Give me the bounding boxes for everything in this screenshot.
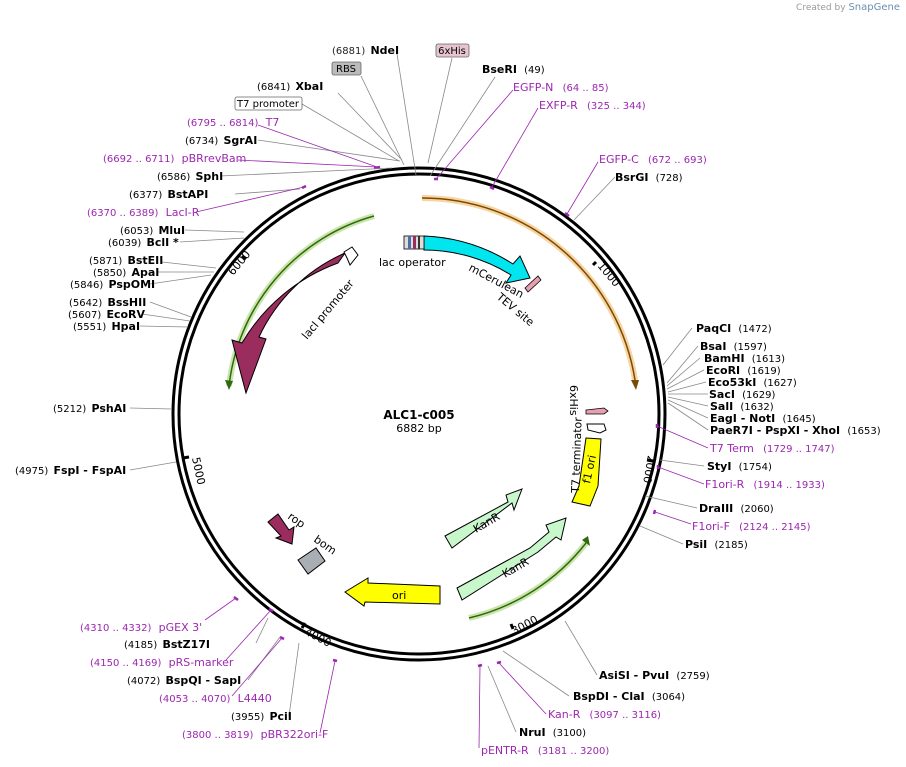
site-label-asisi-pvui: AsiSI - PvuI (2759) bbox=[599, 669, 710, 682]
feature-bom bbox=[297, 547, 326, 575]
tick-marks bbox=[182, 254, 654, 630]
feature-6xhis-small bbox=[585, 407, 609, 415]
primer-label-prs-marker: (4150 .. 4169) pRS-marker bbox=[90, 656, 234, 669]
feature-mcerulean bbox=[423, 235, 531, 284]
site-label-bseri: BseRI (49) bbox=[482, 63, 545, 76]
site-label-pspomi: (5846) PspOMI bbox=[70, 278, 155, 291]
feature-kanr-upper bbox=[444, 488, 523, 549]
site-label-bstz17i: (4185) BstZ17I bbox=[124, 638, 210, 651]
site-label-bsteii: (5871) BstEII bbox=[89, 254, 163, 267]
site-label-psii: PsiI (2185) bbox=[685, 538, 748, 551]
primer-label-f1ori-r: F1ori-R (1914 .. 1933) bbox=[705, 478, 825, 491]
orf-arc-bottom-arrowhead bbox=[582, 536, 590, 546]
site-label-sphi: (6586) SphI bbox=[157, 170, 223, 183]
site-label-hpai: (5551) HpaI bbox=[73, 320, 140, 333]
primer-label-laci-r: (6370 .. 6389) LacI-R bbox=[87, 206, 200, 219]
primer-label-pbr322ori-f: (3800 .. 3819) pBR322ori-F bbox=[182, 728, 328, 741]
feature-label-6xhis: 6xHis bbox=[567, 385, 580, 416]
orf-arc-top-right-line bbox=[421, 197, 636, 381]
primer-label-egfp-c: EGFP-C (672 .. 693) bbox=[599, 153, 707, 166]
site-label-bspdi-clai: BspDI - ClaI (3064) bbox=[573, 690, 685, 703]
site-label-bamhi: BamHI (1613) bbox=[704, 352, 785, 365]
tick-label-6000: 6000 bbox=[225, 248, 253, 278]
orf-arc-bottom-line bbox=[468, 542, 587, 619]
feature-box-rbs bbox=[331, 61, 362, 76]
feature-label-f1-ori: f1 ori bbox=[580, 454, 599, 485]
feature-box-t7-promoter bbox=[234, 96, 303, 111]
primer-label-t7-term: T7 Term (1729 .. 1747) bbox=[709, 442, 835, 455]
feature-label-lac-operator: lac operator bbox=[379, 256, 446, 269]
feature-box-t7-promoter-label: T7 promoter bbox=[236, 99, 300, 110]
feature-f1-ori bbox=[571, 437, 602, 507]
leader-lines bbox=[129, 53, 709, 733]
site-label-pcii: (3955) PciI bbox=[231, 710, 292, 723]
site-label-bsai: BsaI (1597) bbox=[700, 340, 767, 353]
primer-label-pgex-3: (4310 .. 4332) pGEX 3' bbox=[80, 621, 202, 634]
feature-label-t7-terminator: T7 terminator bbox=[569, 417, 585, 495]
site-label-bcli: (6039) BclI * bbox=[108, 236, 179, 249]
site-label-nrui: NruI (3100) bbox=[519, 726, 586, 739]
orf-arc-left-arrowhead bbox=[225, 380, 233, 390]
tick-label-3000: 3000 bbox=[509, 613, 540, 638]
feature-label-rop: rop bbox=[285, 510, 307, 531]
site-label-saci: SacI (1629) bbox=[709, 388, 776, 401]
site-label-ecorv: (5607) EcoRV bbox=[68, 308, 146, 321]
site-label-bspqi-sapi: (4072) BspQI - SapI bbox=[127, 674, 241, 687]
tick-label-4000: 4000 bbox=[303, 625, 334, 650]
backbone-inner bbox=[177, 172, 661, 656]
tick-label-5000: 5000 bbox=[189, 456, 208, 486]
site-label-bstapi: (6377) BstAPI bbox=[129, 188, 208, 201]
tick-label-1000: 1000 bbox=[595, 260, 623, 290]
primer-label-pentr-r: pENTR-R (3181 .. 3200) bbox=[481, 744, 609, 757]
feature-box-rbs-label: RBS bbox=[336, 64, 356, 75]
primer-label-egfp-n: EGFP-N (64 .. 85) bbox=[513, 81, 609, 94]
site-label-sali: SalI (1632) bbox=[710, 400, 774, 413]
feature-ori bbox=[344, 577, 441, 607]
site-label-draiii: DraIII (2060) bbox=[699, 502, 774, 515]
site-label-ecori: EcoRI (1619) bbox=[706, 364, 781, 377]
site-label-paqci: PaqCI (1472) bbox=[696, 322, 772, 335]
feature-lac-operator bbox=[403, 235, 425, 250]
orf-arc-left-line bbox=[228, 215, 375, 387]
feature-label-laci-promoter: lacI promoter bbox=[299, 277, 357, 342]
site-label-eco53ki: Eco53kI (1627) bbox=[708, 376, 797, 389]
site-label-ndei: (6881) NdeI bbox=[332, 44, 399, 57]
feature-rop bbox=[267, 513, 295, 545]
feature-box-6xhis-label: 6xHis bbox=[438, 46, 466, 57]
plasmid-name: ALC1-c005 bbox=[383, 408, 454, 422]
primer-label-pbrrevbam: (6692 .. 6711) pBRrevBam bbox=[103, 152, 246, 165]
primer-leader-lines bbox=[195, 89, 709, 749]
site-label-pshai: (5212) PshAI bbox=[53, 402, 126, 415]
site-label-xbai: (6841) XbaI bbox=[257, 80, 323, 93]
feature-laci-promoter bbox=[343, 246, 359, 266]
orf-arc-arrowhead bbox=[631, 380, 639, 390]
primer-label-kan-r: Kan-R (3097 .. 3116) bbox=[548, 708, 661, 721]
credit-brand: SnapGene bbox=[848, 2, 900, 13]
primer-label-t7: (6795 .. 6814) T7 bbox=[187, 116, 279, 129]
backbone-outer bbox=[171, 166, 667, 662]
site-label-bsrgi: BsrGI (728) bbox=[615, 171, 683, 184]
primer-label-f1ori-f: F1ori-F (2124 .. 2145) bbox=[692, 520, 811, 533]
site-label-sgrai: (6734) SgrAI bbox=[185, 134, 257, 147]
snapgene-credit: Created by SnapGene bbox=[796, 2, 900, 13]
site-label-eagi-noti: EagI - NotI (1645) bbox=[710, 412, 816, 425]
plasmid-size: 6882 bp bbox=[396, 422, 441, 435]
site-label-paer7i-pspxi-xhoi: PaeR7I - PspXI - XhoI (1653) bbox=[710, 424, 881, 437]
site-label-fspi: (4975) FspI - FspAI bbox=[15, 464, 126, 477]
feature-tev-site bbox=[524, 275, 542, 293]
site-label-bsshii: (5642) BssHII bbox=[69, 296, 146, 309]
primer-label-exfp-r: EXFP-R (325 .. 344) bbox=[539, 99, 646, 112]
feature-t7-terminator bbox=[586, 423, 607, 434]
site-label-styi: StyI (1754) bbox=[707, 460, 772, 473]
primer-label-l4440: (4053 .. 4070) L4440 bbox=[159, 692, 272, 705]
tick-label-2000: 2000 bbox=[640, 454, 658, 484]
feature-laci bbox=[231, 251, 347, 395]
credit-prefix: Created by bbox=[796, 3, 846, 13]
feature-box-6xhis bbox=[435, 43, 470, 58]
feature-label-ori: ori bbox=[392, 589, 406, 602]
feature-kanr-lower bbox=[456, 517, 567, 601]
site-label-apai: (5850) ApaI bbox=[93, 266, 159, 279]
site-label-mlui: (6053) MluI bbox=[120, 224, 185, 237]
